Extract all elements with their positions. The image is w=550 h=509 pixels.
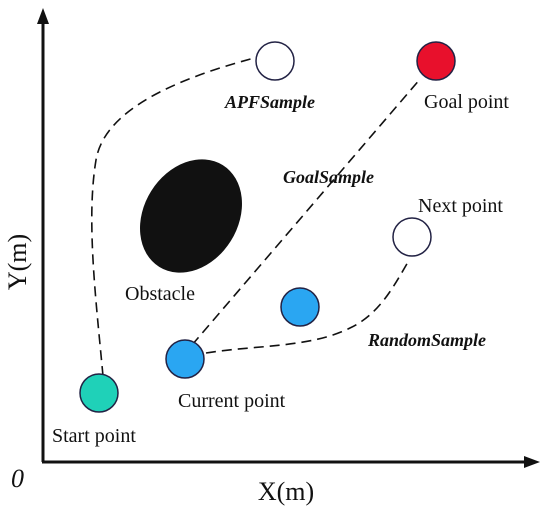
random-sample-path (205, 261, 409, 354)
obstacle-label: Obstacle (125, 283, 195, 305)
goal-point (416, 41, 456, 81)
start-point-label: Start point (52, 425, 136, 447)
goal-sample-path (191, 77, 422, 346)
y-axis-arrowhead (37, 8, 49, 24)
x-axis-label: X(m) (258, 477, 314, 506)
random-sample-point (280, 287, 320, 327)
random-sample-label: RandomSample (367, 330, 486, 350)
origin-label: 0 (11, 464, 24, 493)
apf-sample-point (255, 41, 295, 81)
x-axis-arrowhead (524, 456, 540, 468)
apf-sample-label: APFSample (224, 92, 315, 112)
next-point-label: Next point (418, 195, 503, 217)
obstacle (140, 159, 242, 273)
goal-sample-label: GoalSample (283, 167, 374, 187)
goal-point-label: Goal point (424, 91, 509, 113)
y-axis-label: Y(m) (3, 234, 32, 290)
current-point-label: Current point (178, 390, 286, 412)
current-point (165, 339, 205, 379)
apf-sample-path (91, 56, 259, 377)
start-point (79, 373, 119, 413)
next-point (392, 217, 432, 257)
